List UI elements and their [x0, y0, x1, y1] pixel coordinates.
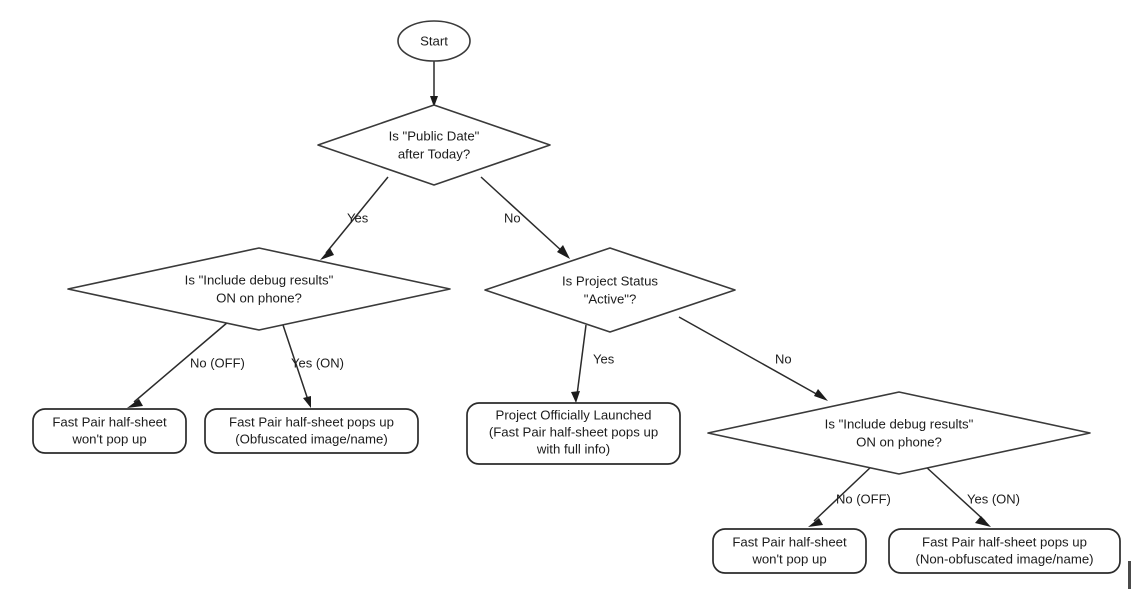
- node-outcome-right-on-line2: (Non-obfuscated image/name): [915, 551, 1093, 566]
- node-outcome-launched-line3: with full info): [536, 441, 610, 456]
- arrow-head-icon: [303, 396, 311, 408]
- process-box-shape: [466, 402, 681, 465]
- decision-diamond-shape: [67, 247, 451, 331]
- decision-diamond-shape: [484, 247, 736, 333]
- edge-start-to-public-date: [430, 61, 438, 107]
- decision-diamond-shape: [707, 391, 1091, 475]
- node-outcome-left-off[interactable]: Fast Pair half-sheet won't pop up: [32, 408, 187, 454]
- edge-public-date-yes: Yes: [320, 176, 389, 260]
- edge-label-public-date-yes: Yes: [347, 210, 369, 225]
- node-start-label: Start: [420, 33, 448, 48]
- node-decision-debug-left-line1: Is "Include debug results": [185, 272, 334, 287]
- edge-line: [281, 321, 309, 401]
- edge-label-debug-right-off: No (OFF): [836, 491, 891, 506]
- nodes-layer: Start Is "Public Date" after Today? Is "…: [32, 20, 1121, 574]
- node-outcome-right-off[interactable]: Fast Pair half-sheet won't pop up: [712, 528, 867, 574]
- node-decision-project-status[interactable]: Is Project Status "Active"?: [484, 247, 736, 333]
- edge-public-date-no: No: [480, 176, 570, 259]
- edge-label-project-status-no: No: [775, 351, 792, 366]
- node-outcome-right-off-line2: won't pop up: [751, 551, 826, 566]
- node-decision-project-status-line1: Is Project Status: [562, 273, 658, 288]
- node-outcome-left-on[interactable]: Fast Pair half-sheet pops up (Obfuscated…: [204, 408, 419, 454]
- node-decision-debug-right-line1: Is "Include debug results": [825, 416, 974, 431]
- arrow-head-icon: [975, 516, 991, 527]
- node-decision-public-date[interactable]: Is "Public Date" after Today?: [317, 104, 551, 186]
- edge-project-status-yes: Yes: [571, 324, 615, 403]
- edge-debug-right-on: Yes (ON): [924, 465, 1020, 527]
- edge-line: [813, 465, 873, 522]
- node-decision-debug-right[interactable]: Is "Include debug results" ON on phone?: [707, 391, 1091, 475]
- edge-debug-left-on: Yes (ON): [281, 321, 344, 408]
- edge-debug-right-off: No (OFF): [808, 465, 891, 527]
- node-decision-debug-left[interactable]: Is "Include debug results" ON on phone?: [67, 247, 451, 331]
- node-outcome-right-on-line1: Fast Pair half-sheet pops up: [922, 534, 1087, 549]
- node-decision-debug-right-line2: ON on phone?: [856, 434, 942, 449]
- edge-line: [678, 316, 821, 397]
- node-outcome-right-off-line1: Fast Pair half-sheet: [732, 534, 847, 549]
- node-decision-public-date-line2: after Today?: [398, 146, 470, 161]
- arrow-head-icon: [557, 245, 570, 259]
- arrow-head-icon: [808, 518, 823, 527]
- decision-diamond-shape: [317, 104, 551, 186]
- node-outcome-left-on-line1: Fast Pair half-sheet pops up: [229, 414, 394, 429]
- edge-line: [133, 321, 229, 403]
- edges-layer: Yes No No (OFF) Yes (ON): [127, 61, 1020, 527]
- node-outcome-launched[interactable]: Project Officially Launched (Fast Pair h…: [466, 402, 681, 465]
- edge-line: [576, 324, 587, 396]
- node-outcome-left-off-line1: Fast Pair half-sheet: [52, 414, 167, 429]
- arrow-head-icon: [430, 96, 438, 107]
- edge-label-debug-left-on: Yes (ON): [291, 355, 344, 370]
- arrow-head-icon: [814, 389, 828, 401]
- node-outcome-left-on-line2: (Obfuscated image/name): [235, 431, 387, 446]
- process-box-shape: [32, 408, 187, 454]
- node-outcome-launched-line2: (Fast Pair half-sheet pops up: [489, 424, 658, 439]
- node-decision-public-date-line1: Is "Public Date": [389, 128, 480, 143]
- process-box-shape: [712, 528, 867, 574]
- node-start[interactable]: Start: [397, 20, 471, 62]
- edge-line: [480, 176, 564, 253]
- node-decision-project-status-line2: "Active"?: [584, 291, 637, 306]
- edge-label-debug-left-off: No (OFF): [190, 355, 245, 370]
- node-outcome-launched-line1: Project Officially Launched: [496, 407, 652, 422]
- edge-label-debug-right-on: Yes (ON): [967, 491, 1020, 506]
- arrow-head-icon: [320, 248, 334, 260]
- start-oval-shape: [397, 20, 471, 62]
- edge-line: [325, 176, 389, 254]
- process-box-shape: [204, 408, 419, 454]
- node-outcome-right-on[interactable]: Fast Pair half-sheet pops up (Non-obfusc…: [888, 528, 1121, 574]
- process-box-shape: [888, 528, 1121, 574]
- node-outcome-left-off-line2: won't pop up: [71, 431, 146, 446]
- page-edge-mark: [1128, 561, 1131, 589]
- arrow-head-icon: [571, 391, 580, 403]
- edge-debug-left-off: No (OFF): [127, 321, 245, 408]
- arrow-head-icon: [127, 399, 143, 408]
- edge-label-project-status-yes: Yes: [593, 351, 615, 366]
- edge-line: [924, 465, 986, 522]
- node-decision-debug-left-line2: ON on phone?: [216, 290, 302, 305]
- edge-project-status-no: No: [678, 316, 828, 401]
- edge-label-public-date-no: No: [504, 210, 521, 225]
